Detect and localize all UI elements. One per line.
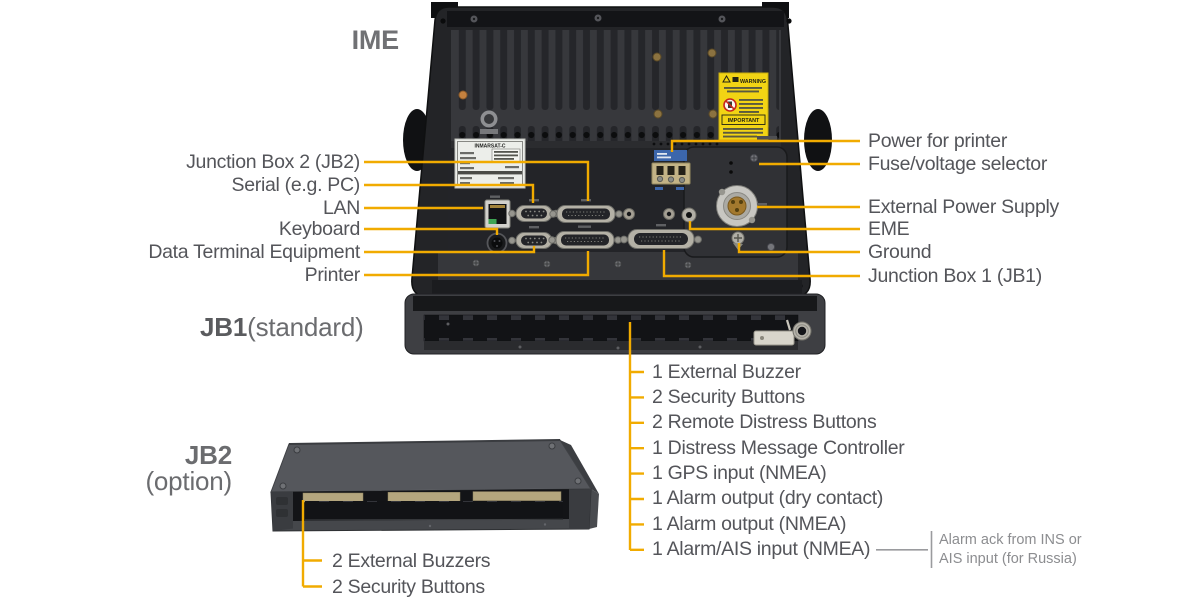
jb1-feature-item: 1 Distress Message Controller: [652, 436, 905, 459]
leader-eme: [688, 221, 860, 231]
jb1-title-name: JB1: [200, 312, 248, 342]
leader-serial: [364, 183, 535, 203]
leader-jb1-feature-tree: [628, 322, 644, 551]
jb1-toggle-pin: [785, 319, 792, 331]
lower-shadow-strip: [432, 280, 802, 297]
label-ground: Ground: [868, 241, 932, 263]
label-dte: Data Terminal Equipment: [148, 241, 360, 263]
connector-jb2-db25: [549, 205, 623, 223]
label-fuse-voltage-selector: Fuse/voltage selector: [868, 153, 1048, 175]
orange-seal-dot: [458, 90, 468, 100]
jb2-feature-item: 2 Security Buttons: [332, 575, 485, 598]
note-bracket: [876, 531, 933, 568]
jb1-note-line2: AIS input (for Russia): [939, 551, 1077, 567]
warning-sticker-title: WARNING: [740, 79, 766, 85]
jb1-title-qualifier: (standard): [247, 312, 364, 342]
label-power-for-printer: Power for printer: [868, 130, 1008, 152]
label-junction-box-1: Junction Box 1 (JB1): [868, 265, 1042, 287]
jb1-feature-item: 1 External Buzzer: [652, 360, 801, 383]
jb1-feature-item: 2 Security Buttons: [652, 385, 805, 408]
jb1-bracket: [753, 330, 795, 346]
warning-sticker: WARNING IMPORTANT: [718, 72, 769, 141]
warning-triangle-icon: [722, 75, 731, 83]
base-screws: [472, 259, 692, 269]
jb2-top-screws: [279, 442, 582, 490]
label-serial: Serial (e.g. PC): [231, 174, 361, 196]
leader-junction-box-2: [364, 160, 590, 201]
jb1-note-line1: Alarm ack from INS or: [939, 532, 1082, 548]
important-textlines: [723, 128, 763, 138]
jb1-feature-item: 1 Alarm/AIS input (NMEA): [652, 538, 871, 561]
jb1-feature-list: 1 External Buzzer 2 Security Buttons 2 R…: [652, 360, 905, 563]
warning-textlines: [724, 87, 763, 113]
leader-printer: [364, 251, 590, 277]
no-touch-icon: [723, 98, 737, 112]
connector-power-supply: [716, 185, 758, 227]
jb2-teeth-strip: [305, 501, 563, 520]
important-sticker-title: IMPORTANT: [728, 118, 760, 124]
jb1-feature-item: 1 GPS input (NMEA): [652, 462, 827, 485]
leader-ground: [737, 243, 860, 254]
leader-power-for-printer: [670, 139, 860, 152]
ime-rear-unit: INMARSAT-C WARNING: [403, 2, 832, 355]
approval-emblem: [480, 110, 498, 134]
jb1-feature-item: 1 Alarm output (NMEA): [652, 512, 847, 535]
jb2-right-endcap: [569, 489, 591, 530]
model-sticker-band: [458, 171, 522, 175]
label-external-power-supply: External Power Supply: [868, 196, 1059, 218]
leader-lines: [301, 139, 860, 588]
jb1-feature-item: 1 Alarm output (dry contact): [652, 487, 884, 510]
jb2-title-name: JB2: [184, 440, 232, 470]
aux-round-connector-2-hole: [666, 211, 672, 217]
connector-jb1-db25: [620, 229, 702, 249]
connector-printer-db25: [548, 231, 622, 249]
label-eme: EME: [868, 218, 910, 240]
leader-jb2-feature-tree: [301, 500, 322, 588]
label-junction-box-2: Junction Box 2 (JB2): [186, 151, 360, 173]
jb1-note: Alarm ack from INS or AIS input (for Rus…: [939, 531, 1082, 569]
jb2-top-face: [270, 439, 592, 493]
top-bar-screws: [470, 14, 726, 23]
leader-keyboard: [364, 227, 499, 235]
model-sticker-header: INMARSAT-C: [474, 144, 505, 150]
model-sticker: INMARSAT-C: [454, 138, 526, 189]
eme-connector: [681, 207, 697, 223]
ime-title: IME: [351, 25, 400, 55]
jb1-feature-item: 2 Remote Distress Buttons: [652, 411, 877, 434]
jb1-terminal-bar: [404, 293, 826, 355]
jb2-terminal-blocks: [302, 491, 562, 503]
model-sticker-box-lines: [494, 151, 518, 160]
vent-dots: [652, 142, 719, 146]
jb2-feature-list: 2 External Buzzers 2 Security Buttons: [332, 548, 491, 600]
jb1-title: JB1(standard): [200, 313, 364, 341]
leader-dte: [364, 246, 536, 254]
leader-junction-box-1: [662, 250, 860, 278]
label-lan: LAN: [322, 197, 360, 219]
connector-keyboard-din: [486, 232, 508, 254]
terminal-power-printer: [651, 150, 691, 190]
label-printer: Printer: [304, 264, 361, 286]
jb2-title-qualifier: (option): [145, 466, 232, 496]
panel-screws: [652, 48, 718, 119]
top-bar: [447, 11, 784, 27]
jb2-feature-item: 2 External Buzzers: [332, 549, 491, 572]
label-keyboard: Keyboard: [278, 218, 360, 240]
jb2-box: [270, 439, 599, 532]
aux-round-connector-1-hole: [626, 211, 632, 217]
connector-lan: [484, 199, 511, 229]
